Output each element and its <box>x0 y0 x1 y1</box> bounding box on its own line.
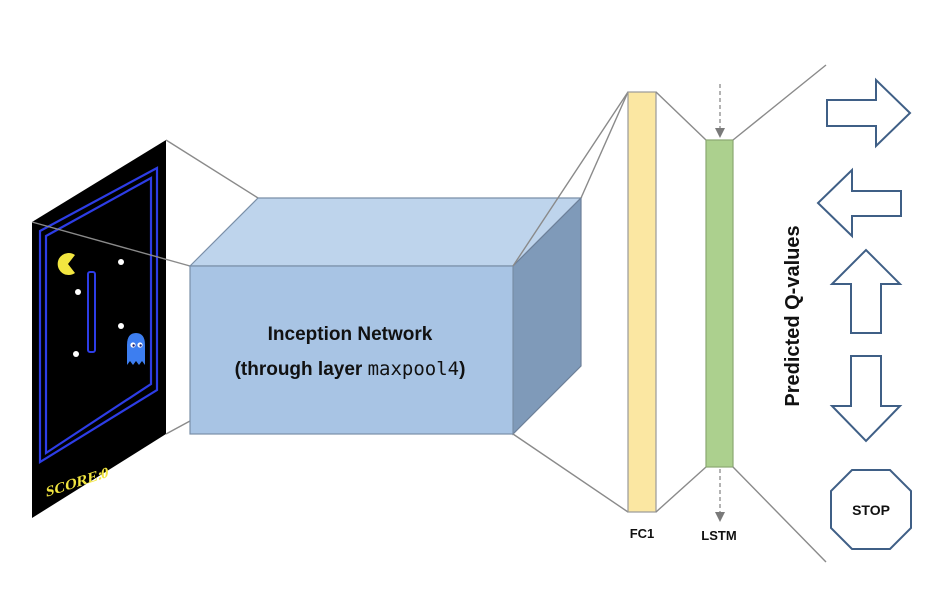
network-subtitle: (through layer maxpool4) <box>235 358 466 380</box>
maze-inner-wall <box>44 176 153 456</box>
box-top-face <box>188 197 583 267</box>
fc1-label: FC1 <box>630 526 655 541</box>
lstm-layer <box>705 139 734 468</box>
stop-label: STOP <box>852 502 890 518</box>
lstm-connectors <box>732 64 827 563</box>
game-screen: SCORE: 0 <box>32 140 166 518</box>
fc1-connectors <box>655 91 707 513</box>
predicted-q-values-label: Predicted Q-values <box>782 225 804 406</box>
lstm-label: LSTM <box>701 528 736 543</box>
ghost-icon <box>127 333 145 365</box>
left-arrow-icon <box>816 167 902 239</box>
stop-sign-icon <box>830 469 912 550</box>
action-outputs <box>816 77 912 550</box>
pacman-icon <box>57 253 75 275</box>
fc1-layer <box>627 91 657 513</box>
network-title: Inception Network <box>268 324 433 345</box>
pellet <box>73 351 79 357</box>
pellet <box>118 323 124 329</box>
maze-outer-wall <box>38 166 159 464</box>
up-arrow-icon <box>829 248 903 334</box>
down-arrow-icon <box>829 355 903 443</box>
screen-connectors <box>31 139 259 435</box>
inception-network-box: Inception Network (through layer maxpool… <box>188 196 583 436</box>
box-front-face <box>189 265 514 435</box>
screen-background <box>32 140 166 518</box>
score-value: 0 <box>101 464 109 483</box>
recurrent-arrow-out <box>715 469 725 522</box>
pellet <box>118 259 124 265</box>
pellet <box>75 289 81 295</box>
right-arrow-icon <box>826 77 912 149</box>
box-connectors <box>512 91 629 513</box>
recurrent-arrow-in <box>715 84 725 138</box>
maze-pillar <box>87 271 96 353</box>
